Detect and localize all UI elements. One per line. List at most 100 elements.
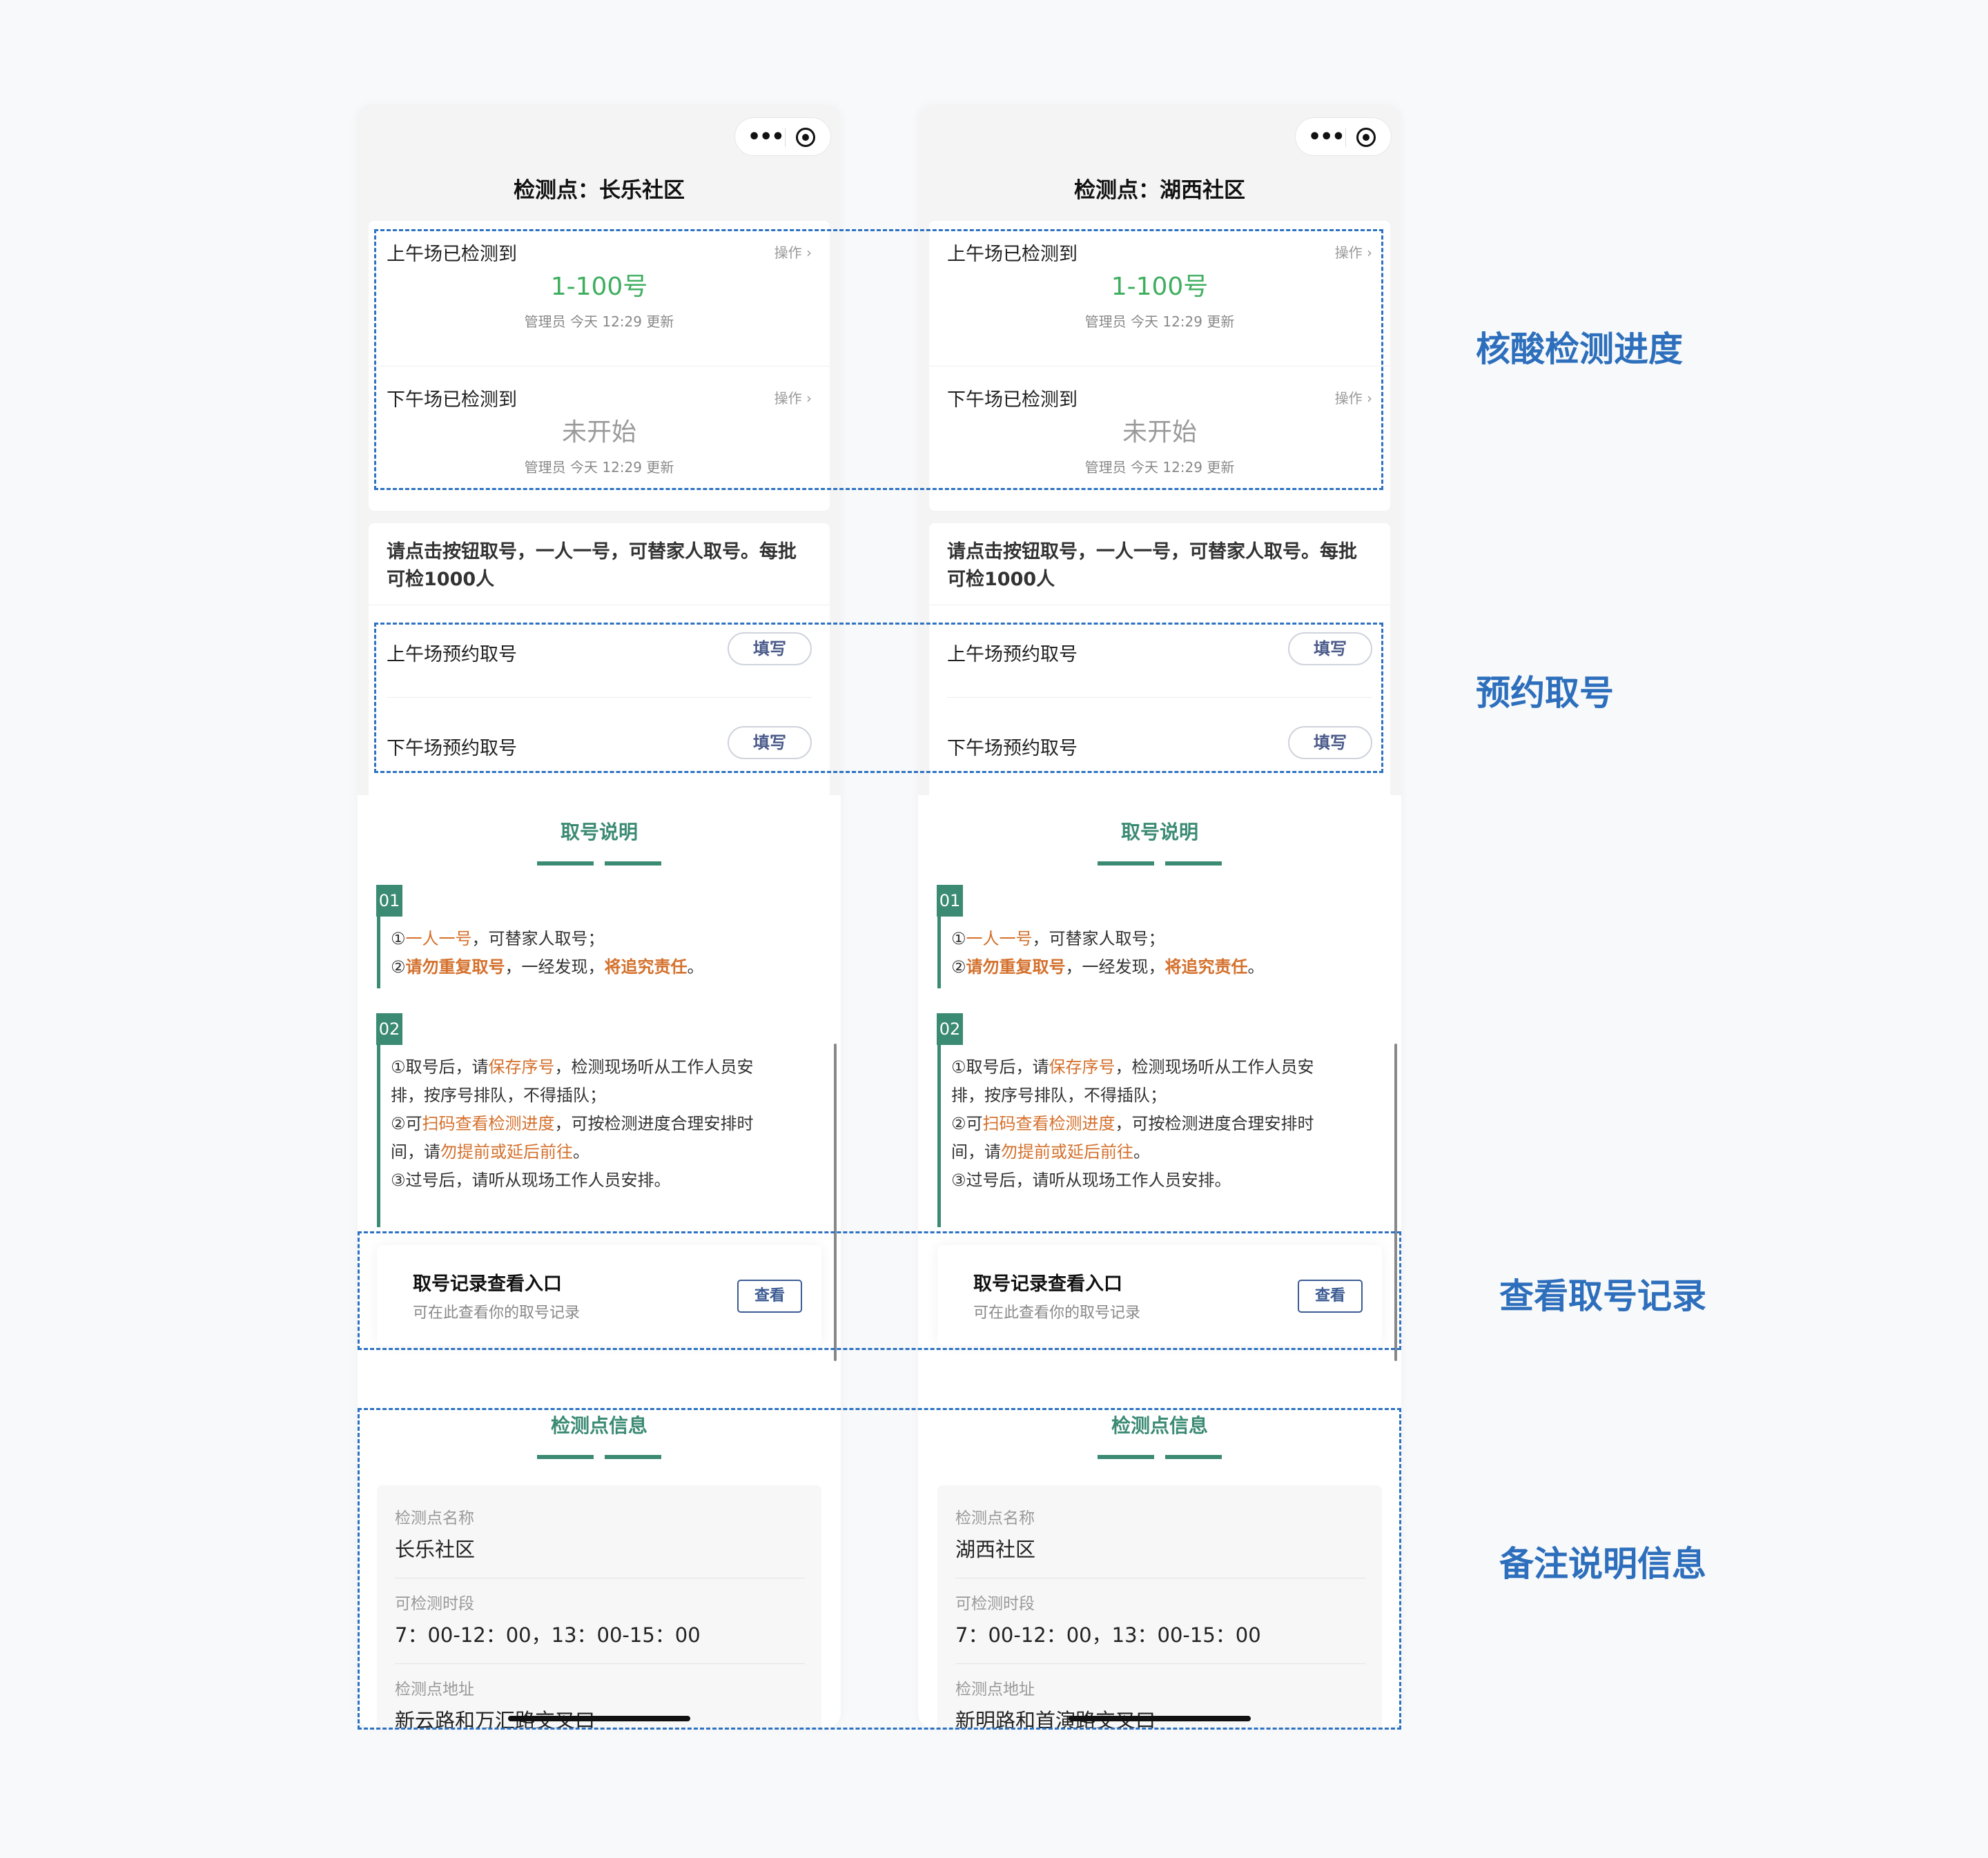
close-target-icon[interactable] <box>796 128 815 147</box>
page-title: 检测点：湖西社区 <box>1074 178 1245 203</box>
plain-text: ，可按检测进度合理安排时 <box>1115 1114 1314 1133</box>
operate-link[interactable]: 操作 › <box>774 244 812 261</box>
record-title: 取号记录查看入口 <box>413 1273 562 1295</box>
step-line-text: 间，请勿提前或延后前往。 <box>391 1138 805 1166</box>
plain-text: ③过号后，请听从现场工作人员安排。 <box>391 1171 671 1190</box>
am-booking-row: 上午场预约取号 填写 <box>387 629 812 671</box>
pm-fill-button[interactable]: 填写 <box>728 726 812 759</box>
step-badge: 01 <box>937 885 963 917</box>
highlight-text: 将追究责任 <box>604 957 688 977</box>
info-label: 检测点地址 <box>395 1681 474 1699</box>
highlight-text: 扫码查看检测进度 <box>422 1114 555 1133</box>
step-badge: 01 <box>376 885 402 917</box>
title-decoration <box>1098 861 1154 866</box>
info-card: 检测点名称 湖西社区 可检测时段 7：00-12：00，13：00-15：00 … <box>937 1485 1382 1728</box>
step-line-text: ③过号后，请听从现场工作人员安排。 <box>391 1166 805 1195</box>
plain-text: 。 <box>1247 957 1265 977</box>
record-subtitle: 可在此查看你的取号记录 <box>973 1304 1141 1322</box>
annotation-record: 查看取号记录 <box>1499 1276 1706 1316</box>
home-indicator[interactable] <box>508 1716 690 1721</box>
highlight-text: 勿提前或延后前往 <box>440 1142 573 1162</box>
info-highlight-box <box>358 1408 1401 1730</box>
title-decoration <box>1165 1455 1222 1459</box>
step-badge: 02 <box>937 1013 963 1045</box>
guide-section: 取号说明 01 ①一人一号，可替家人取号；②请勿重复取号，一经发现，将追究责任。… <box>918 795 1401 1451</box>
update-info: 管理员 今天 12:29 更新 <box>1084 459 1235 476</box>
plain-text: ②可 <box>391 1114 422 1133</box>
view-record-button[interactable]: 查看 <box>737 1280 802 1313</box>
pm-progress: 下午场已检测到 操作 › 未开始 管理员 今天 12:29 更新 <box>929 366 1390 511</box>
guide-section: 取号说明 01 ①一人一号，可替家人取号；②请勿重复取号，一经发现，将追究责任。… <box>358 795 841 1451</box>
take-notice: 请点击按钮取号，一人一号，可替家人取号。每批可检1000人 <box>387 541 797 590</box>
close-target-icon[interactable] <box>1356 128 1376 147</box>
phone-screen-huxi: ••• 检测点：湖西社区 上午场已检测到 操作 › 1-100号 管理员 今天 … <box>918 105 1401 1728</box>
step-line-text: ②可扫码查看检测进度，可按检测进度合理安排时 <box>391 1110 805 1138</box>
step-text: ①一人一号，可替家人取号；②请勿重复取号，一经发现，将追究责任。 <box>951 925 1365 981</box>
more-menu-icon[interactable]: ••• <box>1308 125 1345 149</box>
take-number-card: 请点击按钮取号，一人一号，可替家人取号。每批可检1000人 上午场预约取号 填写… <box>929 523 1390 806</box>
plain-text: 。 <box>687 957 704 977</box>
highlight-text: 一人一号 <box>966 929 1033 948</box>
take-notice: 请点击按钮取号，一人一号，可替家人取号。每批可检1000人 <box>947 541 1357 590</box>
plain-text: ③过号后，请听从现场工作人员安排。 <box>951 1171 1231 1190</box>
info-value: 湖西社区 <box>955 1538 1036 1561</box>
step-badge: 02 <box>376 1013 402 1045</box>
record-highlight-box <box>358 1231 1401 1350</box>
info-label: 检测点名称 <box>955 1509 1035 1527</box>
home-indicator[interactable] <box>1069 1716 1251 1721</box>
view-record-button[interactable]: 查看 <box>1298 1280 1363 1313</box>
plain-text: ，可替家人取号； <box>471 929 605 948</box>
plain-text: ① <box>391 929 406 948</box>
annotation-progress: 核酸检测进度 <box>1476 329 1683 369</box>
info-value: 长乐社区 <box>395 1538 476 1561</box>
operate-link[interactable]: 操作 › <box>1334 390 1372 407</box>
am-fill-button[interactable]: 填写 <box>1288 632 1372 665</box>
plain-text: ，可按检测进度合理安排时 <box>554 1114 754 1133</box>
step-line-text: ③过号后，请听从现场工作人员安排。 <box>951 1166 1365 1195</box>
highlight-text: 保存序号 <box>1049 1057 1115 1077</box>
highlight-text: 将追究责任 <box>1164 957 1248 977</box>
pm-booking-row: 下午场预约取号 填写 <box>947 723 1372 765</box>
progress-card: 上午场已检测到 操作 › 1-100号 管理员 今天 12:29 更新 下午场已… <box>369 221 830 511</box>
info-title: 检测点信息 <box>1111 1414 1208 1437</box>
step-line-text: ①一人一号，可替家人取号； <box>951 925 1365 953</box>
step-line-text: 排，按序号排队，不得插队； <box>951 1082 1365 1110</box>
plain-text: 排，按序号排队，不得插队； <box>951 1086 1167 1105</box>
progress-highlight-box <box>374 229 1383 490</box>
plain-text: ①取号后，请 <box>951 1057 1049 1077</box>
highlight-text: 保存序号 <box>488 1057 555 1077</box>
operate-link[interactable]: 操作 › <box>1334 244 1372 261</box>
progress-card: 上午场已检测到 操作 › 1-100号 管理员 今天 12:29 更新 下午场已… <box>929 221 1390 511</box>
plain-text: ，检测现场听从工作人员安 <box>554 1057 754 1077</box>
title-decoration <box>605 861 661 866</box>
highlight-text: 扫码查看检测进度 <box>982 1114 1115 1133</box>
take-number-card: 请点击按钮取号，一人一号，可替家人取号。每批可检1000人 上午场预约取号 填写… <box>369 523 830 806</box>
step-text: ①一人一号，可替家人取号； ②请勿重复取号，一经发现，将追究责任。 <box>391 925 805 981</box>
highlight-text: 一人一号 <box>405 929 472 948</box>
pm-fill-button[interactable]: 填写 <box>1288 726 1372 759</box>
operate-link[interactable]: 操作 › <box>774 390 812 407</box>
page-title: 检测点：长乐社区 <box>514 178 685 203</box>
title-decoration <box>1098 1455 1154 1459</box>
record-title: 取号记录查看入口 <box>973 1273 1122 1295</box>
scrollbar[interactable] <box>834 1044 837 1361</box>
info-title: 检测点信息 <box>550 1414 647 1437</box>
info-card: 检测点名称 长乐社区 可检测时段 7：00-12：00，13：00-15：00 … <box>377 1485 821 1728</box>
record-entry-card: 取号记录查看入口 可在此查看你的取号记录 查看 <box>937 1245 1382 1346</box>
booking-highlight-box <box>374 623 1383 773</box>
pm-booking-row: 下午场预约取号 填写 <box>387 723 812 765</box>
plain-text: ，可替家人取号； <box>1032 929 1165 948</box>
pm-progress-value: 未开始 <box>1122 418 1197 447</box>
highlight-text: 请勿重复取号 <box>966 957 1066 977</box>
step-line-text: ②请勿重复取号，一经发现，将追究责任。 <box>391 953 805 981</box>
update-info: 管理员 今天 12:29 更新 <box>524 459 674 476</box>
highlight-text: 勿提前或延后前往 <box>1001 1142 1133 1162</box>
step-text: ①取号后，请保存序号，检测现场听从工作人员安排，按序号排队，不得插队；②可扫码查… <box>951 1053 1365 1195</box>
scrollbar[interactable] <box>1394 1044 1397 1361</box>
am-fill-button[interactable]: 填写 <box>728 632 812 665</box>
step-line-text: ②可扫码查看检测进度，可按检测进度合理安排时 <box>951 1110 1365 1138</box>
plain-text: 。 <box>1133 1142 1150 1162</box>
info-section: 检测点信息 检测点名称 湖西社区 可检测时段 7：00-12：00，13：00-… <box>918 1402 1401 1728</box>
record-entry-card: 取号记录查看入口 可在此查看你的取号记录 查看 <box>377 1245 821 1346</box>
more-menu-icon[interactable]: ••• <box>748 125 785 149</box>
